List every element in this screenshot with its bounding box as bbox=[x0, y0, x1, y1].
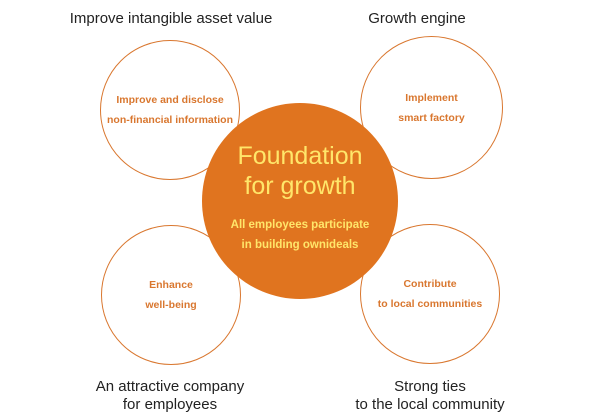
heading-line: Strong ties bbox=[394, 378, 466, 395]
circle-label-line: Implement bbox=[405, 91, 458, 104]
center-title-line: Foundation bbox=[237, 142, 363, 170]
center-foundation-circle: Foundation for growth All employees part… bbox=[202, 103, 398, 299]
heading-local-community-ties: Strong ties to the local community bbox=[330, 378, 530, 414]
heading-intangible-asset-value: Improve intangible asset value bbox=[0, 10, 342, 28]
heading-line: Growth engine bbox=[368, 10, 466, 27]
circle-label-line: to local communities bbox=[377, 298, 483, 310]
heading-line: Improve intangible asset value bbox=[69, 10, 273, 27]
circle-non-financial-information: Improve and disclose non-financial infor… bbox=[100, 40, 240, 180]
heading-line: for employees bbox=[122, 396, 218, 413]
circle-label-line: Contribute bbox=[403, 278, 457, 290]
center-subtitle-line: in building ownideals bbox=[241, 239, 359, 251]
circle-label-line: Enhance bbox=[149, 279, 193, 291]
center-subtitle-line: All employees participate bbox=[230, 219, 370, 231]
heading-attractive-company: An attractive company for employees bbox=[60, 378, 280, 414]
heading-growth-engine: Growth engine bbox=[332, 10, 502, 28]
circle-label-line: well-being bbox=[145, 299, 197, 311]
center-title: Foundation for growth bbox=[237, 142, 362, 201]
center-subtitle: All employees participate in building ow… bbox=[231, 215, 370, 255]
circle-label-line: non-financial information bbox=[107, 114, 233, 126]
circle-label-line: Improve and disclose bbox=[116, 94, 224, 106]
center-title-line: for growth bbox=[244, 172, 356, 200]
heading-line: An attractive company bbox=[95, 378, 245, 395]
circle-label-line: smart factory bbox=[398, 111, 465, 124]
heading-line: to the local community bbox=[355, 396, 505, 413]
